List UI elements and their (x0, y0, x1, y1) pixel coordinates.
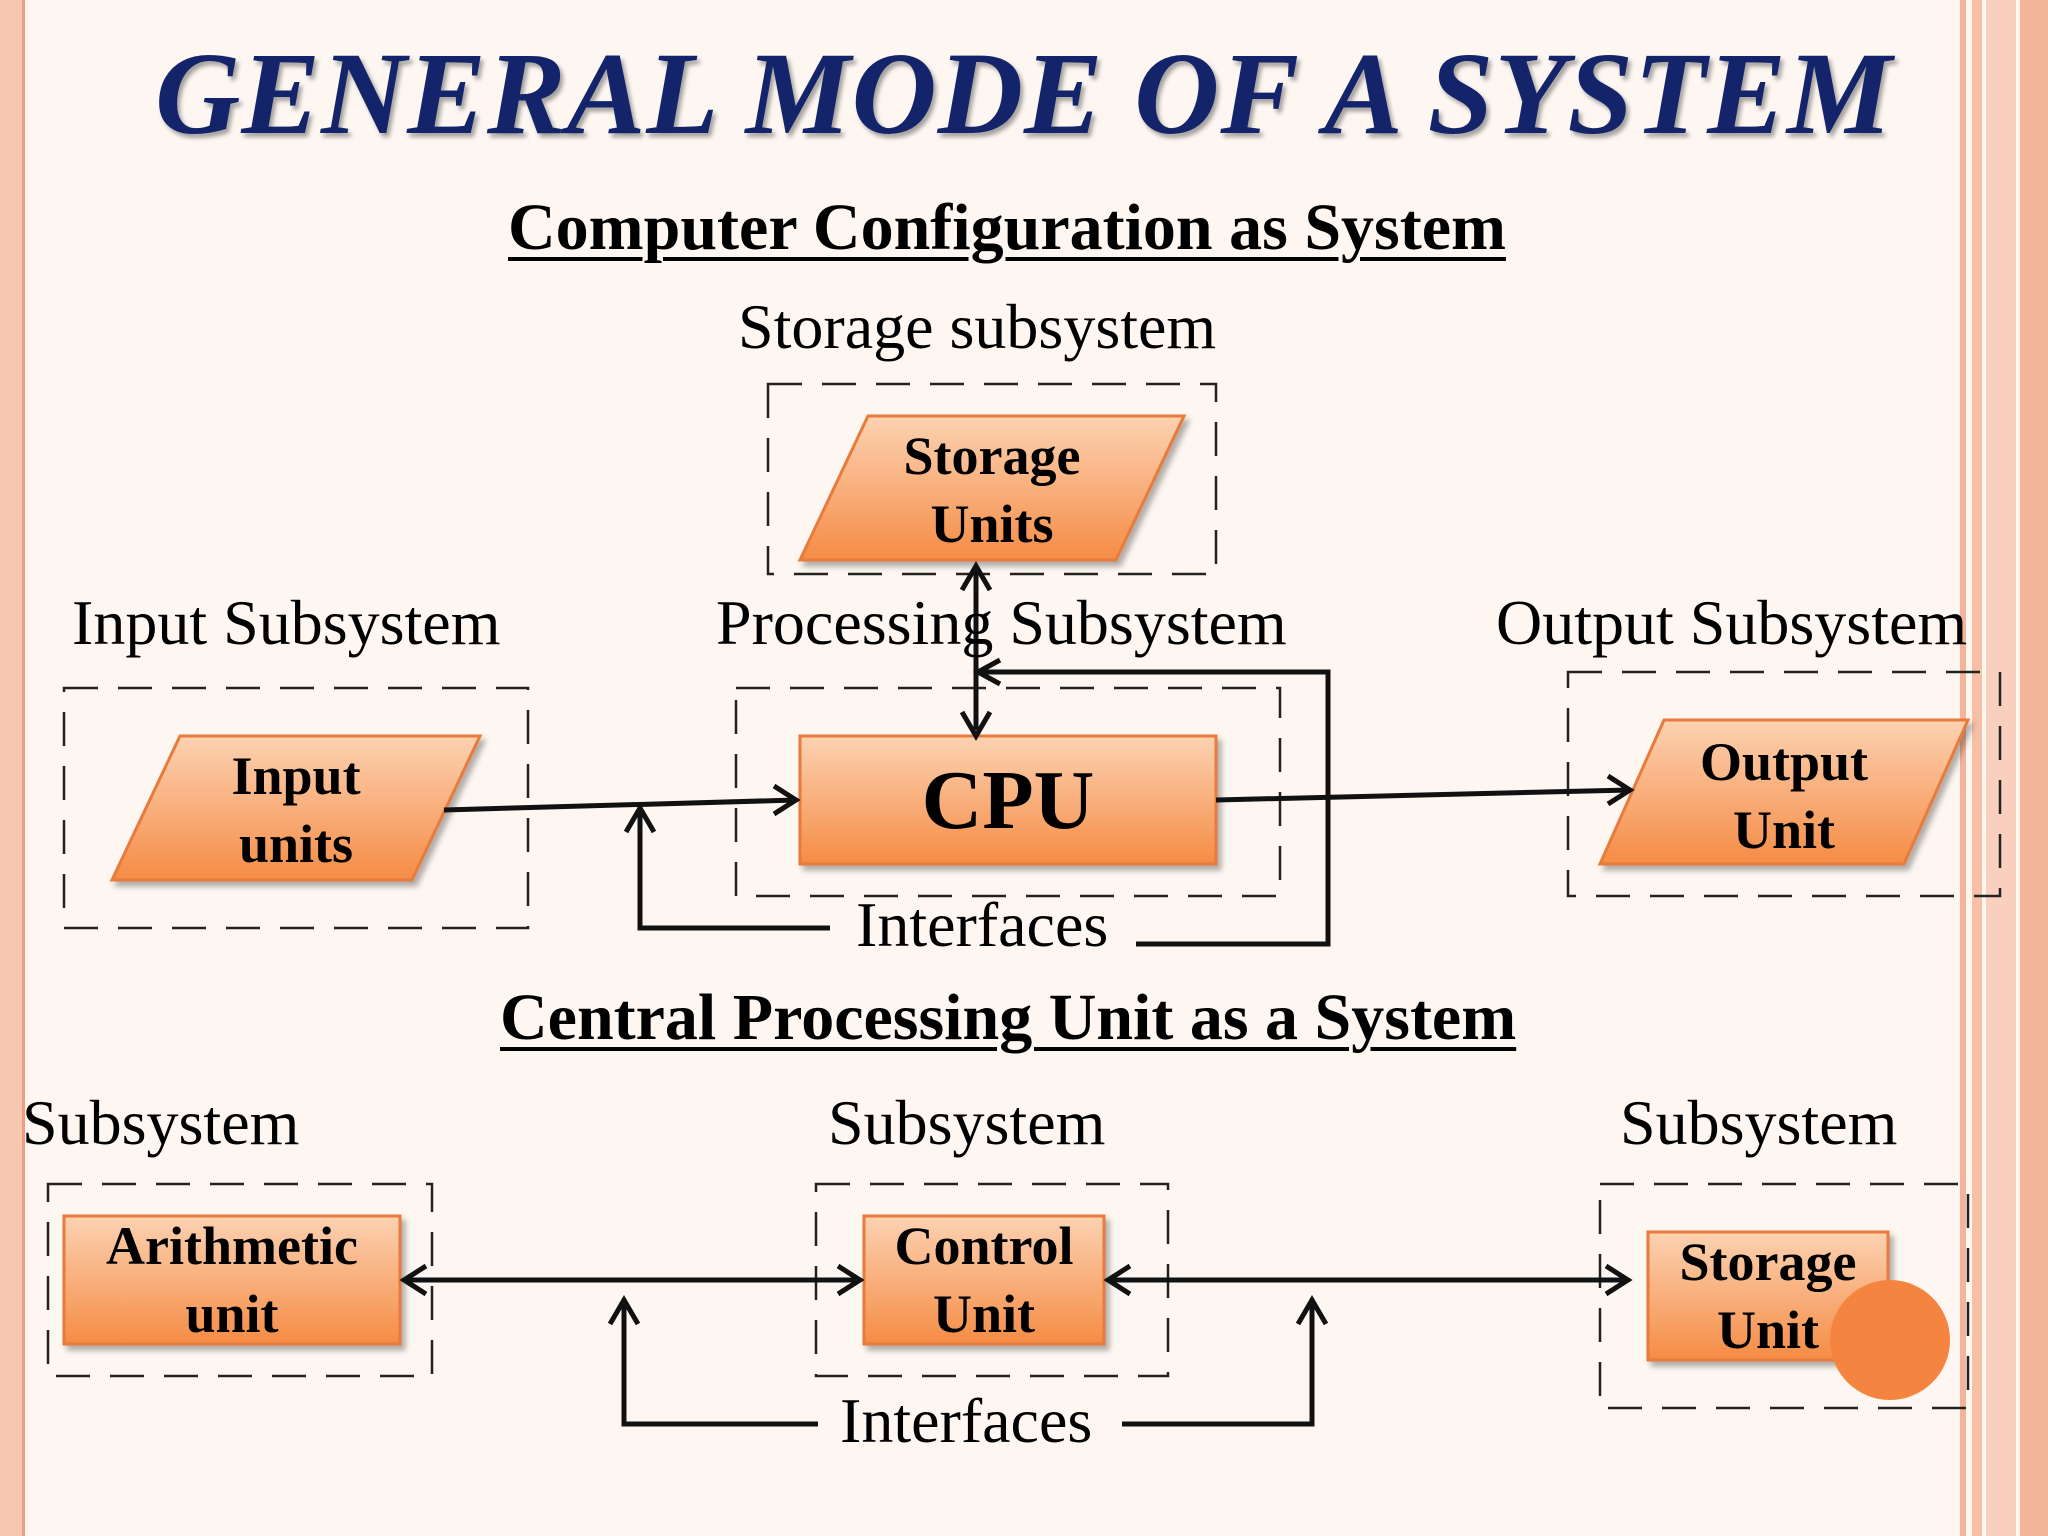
cpu-shape (798, 734, 1218, 866)
output-unit-shape (1597, 718, 1971, 866)
bottom-interfaces-left-arrowhead (607, 1295, 641, 1326)
interfaces-right-line (980, 669, 1331, 947)
interfaces-left-arrowhead (623, 803, 657, 834)
control-right-arrowhead (1103, 1263, 1132, 1297)
input-cpu-line (443, 797, 797, 813)
input-subsystem-label: Input Subsystem (72, 587, 501, 658)
arith-line1: Arithmetic (106, 1216, 358, 1276)
output-unit-box: Output Unit (1634, 728, 1934, 864)
processing-subsystem-label: Processing Subsystem (716, 587, 1287, 658)
interfaces-left-line (637, 812, 830, 931)
output-unit-line2: Unit (1732, 800, 1835, 860)
control-left-arrowhead (836, 1263, 865, 1297)
storage-units-shape (797, 414, 1187, 562)
cpu-output-line (1215, 787, 1631, 803)
storage-units-line2: Units (930, 494, 1054, 554)
right-stripe-1 (1960, 0, 1966, 1536)
right-stripe-4 (2020, 0, 2048, 1536)
left-stripe (0, 0, 22, 1536)
cpu-left-arrowhead (772, 783, 801, 817)
storage-unit-line2: Unit (1716, 1300, 1819, 1360)
arith-line2: unit (185, 1284, 279, 1344)
storage-unit-line1: Storage (1679, 1232, 1857, 1292)
processing-subsystem-boundary (734, 686, 1282, 898)
bottom-interfaces-label: Interfaces (840, 1385, 1093, 1456)
control-line2: Unit (932, 1284, 1035, 1344)
bottom-interfaces-left-line (621, 1304, 818, 1427)
storage-subsystem-boundary (766, 382, 1218, 576)
storage-units-line1: Storage (903, 426, 1081, 486)
arith-shape (62, 1214, 402, 1346)
input-units-line2: units (238, 814, 354, 874)
right-stripe-2 (1972, 0, 1982, 1536)
bottom-interfaces-right-arrowhead (1295, 1295, 1329, 1326)
section1-heading: Computer Configuration as System (508, 191, 1506, 264)
input-subsystem-boundary (62, 686, 530, 930)
storage-arrowhead (959, 561, 993, 592)
interfaces-right-arrowhead (972, 657, 1002, 687)
output-subsystem-label: Output Subsystem (1496, 587, 1968, 658)
output-subsystem-boundary (1566, 670, 2002, 898)
input-units-shape (109, 734, 483, 882)
arith-box: Arithmetic unit (64, 1212, 400, 1348)
left-stripe-line (22, 0, 25, 1536)
control-box: Control Unit (864, 1212, 1104, 1348)
cpu-box: CPU (921, 754, 1095, 847)
input-units-line1: Input (231, 746, 361, 806)
bottom-interfaces-right-line (1122, 1304, 1315, 1427)
storage-unit-subsystem-boundary (1598, 1182, 1970, 1410)
section2-heading: Central Processing Unit as a System (500, 981, 1517, 1054)
slide-title: GENERAL MODE OF A SYSTEM (155, 28, 1893, 159)
storage-unit-box: Storage Unit (1648, 1228, 1888, 1364)
right-stripe-3 (1986, 0, 2016, 1536)
output-unit-line1: Output (1699, 732, 1869, 792)
connectors (399, 561, 1635, 1427)
storage-unit-arrowhead (1604, 1263, 1633, 1297)
storage-units-box: Storage Units (842, 422, 1142, 558)
control-line1: Control (894, 1216, 1074, 1276)
storage-subsystem2-label: Subsystem (1620, 1087, 1898, 1158)
cpu-top-arrowhead (959, 710, 993, 741)
control-subsystem-label: Subsystem (828, 1087, 1106, 1158)
arith-subsystem-boundary (46, 1182, 434, 1378)
input-units-box: Input units (146, 742, 446, 878)
decor-circle (1830, 1280, 1950, 1400)
arith-arrowhead (399, 1263, 428, 1297)
arith-subsystem-label: Subsystem (22, 1087, 300, 1158)
storage-subsystem-label: Storage subsystem (738, 291, 1217, 362)
interfaces-label: Interfaces (856, 889, 1109, 960)
output-arrowhead (1606, 773, 1635, 807)
